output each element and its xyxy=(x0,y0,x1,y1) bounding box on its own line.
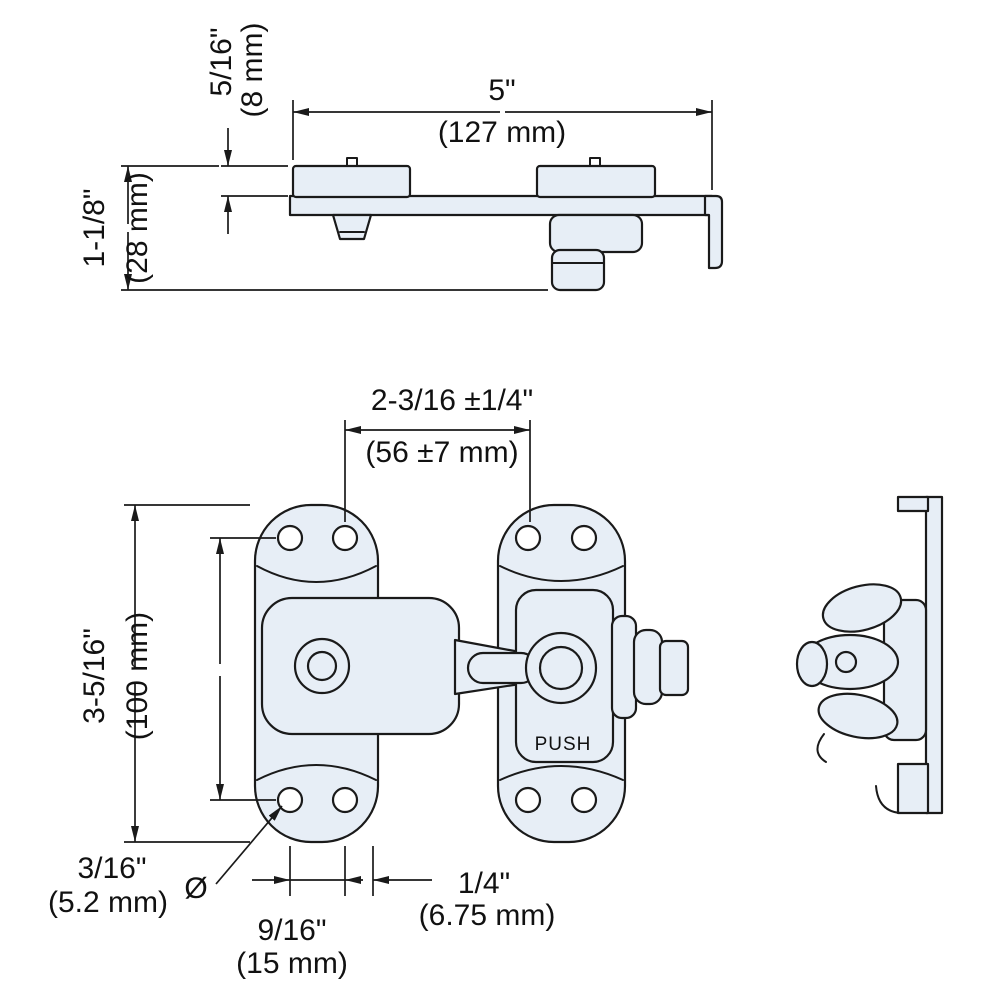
pivot-inner xyxy=(306,650,338,682)
right-mount-block xyxy=(535,164,657,199)
button-outer xyxy=(524,631,598,705)
dim-flange-mm: (8 mm) xyxy=(236,23,269,118)
side-view-drawing xyxy=(795,495,944,815)
dim-edge-mm: (6.75 mm) xyxy=(419,899,556,932)
dim-top-height-in: 1-1/8" xyxy=(78,188,111,267)
dim-top-width-in: 5" xyxy=(488,74,515,107)
side-lobe-top xyxy=(821,583,903,633)
latch-catch-profile xyxy=(548,213,644,254)
dim-hole-mm: (5.2 mm) xyxy=(48,886,168,919)
front-view-drawing: PUSH xyxy=(253,503,690,844)
under-tab xyxy=(331,213,373,241)
side-nub xyxy=(795,640,829,688)
latch-knob-profile xyxy=(550,248,606,292)
push-label: PUSH xyxy=(535,734,592,755)
dim-hole-in: 3/16" xyxy=(77,852,146,885)
side-top-tab xyxy=(896,495,930,513)
left-mount-block xyxy=(291,164,412,199)
mounting-holes xyxy=(276,524,598,814)
button-inner xyxy=(538,645,584,691)
strike-tabs xyxy=(610,614,690,720)
latch-bar-profile xyxy=(288,194,714,217)
dim-front-height-mm: (100 mm) xyxy=(121,612,154,740)
end-hook-profile xyxy=(703,194,724,270)
side-lobe-bottom xyxy=(817,692,899,740)
dim-top-height-mm: (28 mm) xyxy=(121,172,154,284)
diameter-symbol: Ø xyxy=(184,872,207,905)
front-view-dimensions: 2-3/16 ±1/4" (56 ±7 mm) 3-5/16" (100 mm)… xyxy=(48,384,555,980)
dim-front-height-in: 3-5/16" xyxy=(78,628,111,724)
side-bottom-foot xyxy=(896,762,930,815)
screw-hole-ticks xyxy=(346,157,601,167)
dim-pitch-in: 9/16" xyxy=(257,914,326,947)
top-view-dimensions: 5" (127 mm) 5/16" (8 mm) 1-1/8" (28 mm) xyxy=(78,23,713,291)
dim-edge-in: 1/4" xyxy=(458,867,510,900)
dim-top-width-mm: (127 mm) xyxy=(438,116,566,149)
pivot-hub xyxy=(260,596,461,736)
top-view-drawing xyxy=(288,157,724,292)
dim-span-in: 2-3/16 ±1/4" xyxy=(371,384,533,417)
dim-flange-in: 5/16" xyxy=(205,27,238,96)
dim-span-mm: (56 ±7 mm) xyxy=(365,436,518,469)
pivot-outer xyxy=(293,637,351,695)
dim-pitch-mm: (15 mm) xyxy=(236,947,348,980)
